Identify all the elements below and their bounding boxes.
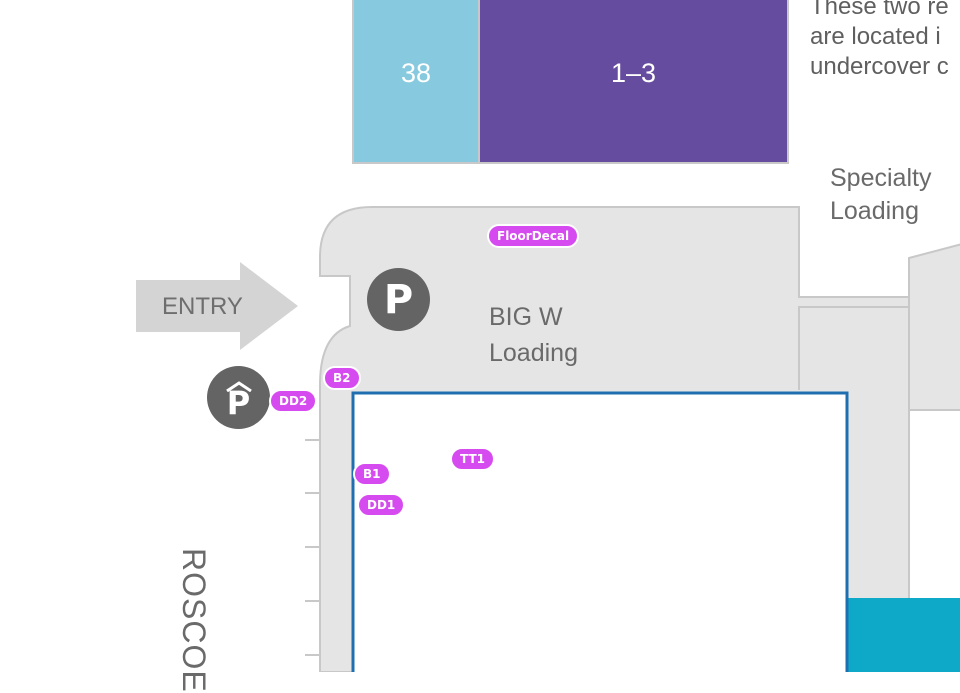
store-38-label: 38 (400, 58, 432, 88)
bigw-loading-label: BIG W Loading (489, 299, 578, 371)
bigw-loading-line-1: BIG W (489, 303, 563, 331)
specialty-loading-line-2: Loading (830, 197, 919, 225)
map-canvas (136, 0, 960, 672)
bigw-loading-line-2: Loading (489, 339, 578, 367)
store-1-3-area[interactable] (478, 0, 789, 164)
covered-parking-letter: P (226, 383, 251, 422)
marker-b1[interactable]: B1 (353, 462, 391, 486)
street-name-label: ROSCOE (176, 548, 212, 693)
marker-dd1[interactable]: DD1 (357, 493, 406, 517)
marker-b2[interactable]: B2 (323, 366, 361, 390)
covered-roof-icon (225, 380, 252, 392)
loading-divider (798, 306, 909, 390)
covered-parking-icon[interactable]: P (207, 366, 270, 429)
store-1-3-label: 1–3 (610, 58, 657, 88)
marker-dd2[interactable]: DD2 (269, 389, 318, 413)
specialty-loading-line-1: Specialty (830, 164, 932, 192)
specialty-loading-building (908, 243, 960, 411)
marker-tt1[interactable]: TT1 (450, 447, 495, 471)
info-note-line-1: These two re (810, 0, 949, 20)
parking-letter: P (383, 276, 414, 323)
store-38-area[interactable] (352, 0, 480, 164)
specialty-loading-label: Specialty Loading (830, 162, 931, 228)
street-ticks (305, 439, 321, 656)
parking-icon[interactable]: P (367, 268, 430, 331)
entry-label: ENTRY (162, 293, 243, 320)
info-note: These two re are located i undercover c (810, 0, 949, 82)
info-note-line-2: are located i (810, 23, 941, 50)
entry-arrow (136, 262, 298, 350)
bigw-store-outline[interactable] (351, 391, 849, 672)
info-note-line-3: undercover c (810, 53, 949, 80)
marker-floor-decal[interactable]: FloorDecal (487, 224, 580, 248)
teal-store-area[interactable] (848, 598, 960, 672)
